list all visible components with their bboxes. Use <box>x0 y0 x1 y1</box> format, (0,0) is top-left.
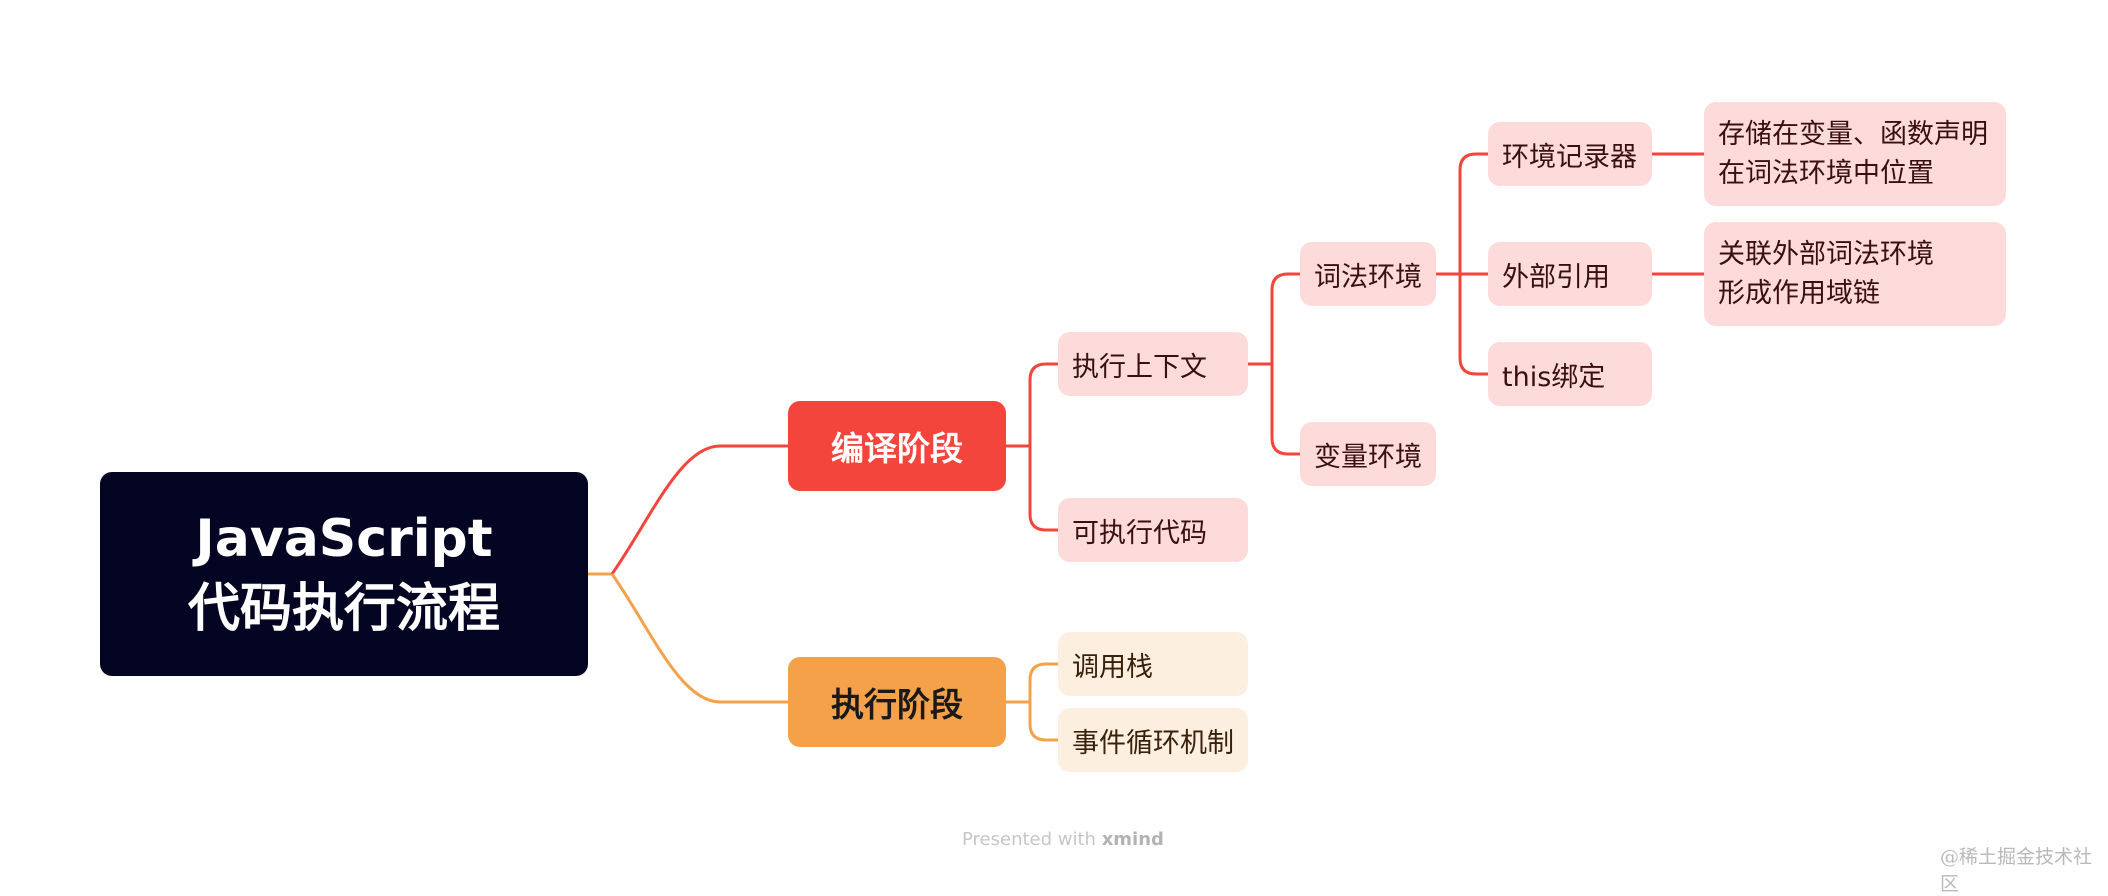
watermark: @稀土掘金技术社区 <box>1940 846 2093 895</box>
topic-execute-phase[interactable]: 执行阶段 <box>788 657 1006 747</box>
mindmap-canvas: JavaScript 代码执行流程 编译阶段 执行阶段 执行上下文 可执行代码 … <box>100 102 2092 895</box>
connector-context-varenv <box>1270 364 1300 456</box>
topic-outer-reference-note[interactable]: 关联外部词法环境 形成作用域链 <box>1704 222 2006 326</box>
topic-environment-record-note-line2: 在词法环境中位置 <box>1718 158 1934 189</box>
topic-variable-environment-label: 变量环境 <box>1314 441 1422 473</box>
connector-compile-context <box>1028 362 1058 446</box>
topic-executable-code[interactable]: 可执行代码 <box>1058 498 1248 562</box>
connector-compile-executable <box>1028 446 1058 532</box>
connector-execute-callstack <box>1028 662 1058 702</box>
topic-environment-record-note[interactable]: 存储在变量、函数声明 在词法环境中位置 <box>1704 102 2006 206</box>
root-topic[interactable]: JavaScript 代码执行流程 <box>100 472 588 676</box>
topic-execution-context[interactable]: 执行上下文 <box>1058 332 1248 396</box>
topic-event-loop-label: 事件循环机制 <box>1072 727 1234 759</box>
topic-outer-reference-label: 外部引用 <box>1502 261 1610 293</box>
topic-compile-phase[interactable]: 编译阶段 <box>788 401 1006 491</box>
connector-root-compile <box>610 444 788 575</box>
mindmap-connectors <box>588 152 1704 742</box>
topic-call-stack[interactable]: 调用栈 <box>1058 632 1248 696</box>
connector-lexical-envrecord <box>1458 152 1488 274</box>
topic-variable-environment[interactable]: 变量环境 <box>1300 422 1436 486</box>
topic-environment-record[interactable]: 环境记录器 <box>1488 122 1652 186</box>
topic-compile-phase-label: 编译阶段 <box>831 429 963 468</box>
connector-execute-eventloop <box>1028 702 1058 742</box>
topic-event-loop[interactable]: 事件循环机制 <box>1058 708 1248 772</box>
topic-outer-reference-note-line2: 形成作用域链 <box>1718 278 1880 309</box>
presented-with-footer: Presented with xmind <box>962 829 1164 850</box>
topic-call-stack-label: 调用栈 <box>1072 651 1153 683</box>
topic-execution-context-label: 执行上下文 <box>1072 351 1207 383</box>
footer-prefix: Presented with <box>962 829 1096 850</box>
connector-context-lexical <box>1270 272 1300 364</box>
topic-environment-record-label: 环境记录器 <box>1502 141 1637 173</box>
topic-lexical-environment-label: 词法环境 <box>1314 261 1422 293</box>
topic-execute-phase-label: 执行阶段 <box>831 685 963 724</box>
topic-outer-reference-note-line1: 关联外部词法环境 <box>1718 239 1934 270</box>
topic-lexical-environment[interactable]: 词法环境 <box>1300 242 1436 306</box>
xmind-brand: xmind <box>1101 829 1164 850</box>
connector-lexical-this <box>1458 274 1488 376</box>
root-topic-line1: JavaScript <box>195 509 493 569</box>
root-topic-line2: 代码执行流程 <box>187 579 500 639</box>
topic-this-binding-label: this绑定 <box>1502 361 1606 393</box>
topic-this-binding[interactable]: this绑定 <box>1488 342 1652 406</box>
topic-environment-record-note-line1: 存储在变量、函数声明 <box>1718 119 1988 150</box>
topic-outer-reference[interactable]: 外部引用 <box>1488 242 1652 306</box>
topic-executable-code-label: 可执行代码 <box>1072 517 1207 549</box>
connector-root-execute <box>610 573 788 704</box>
